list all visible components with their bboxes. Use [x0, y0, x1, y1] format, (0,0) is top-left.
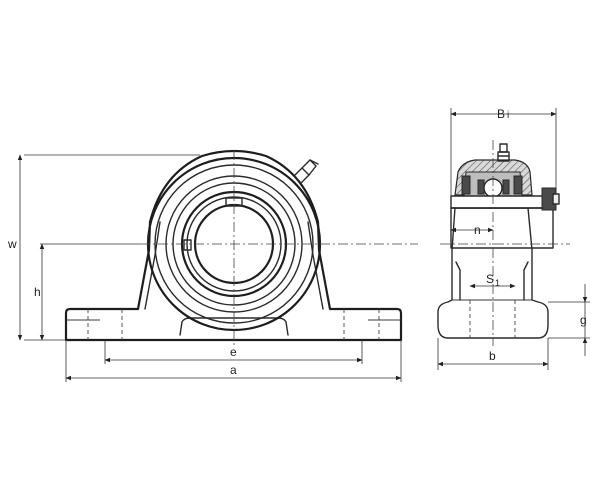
locking-collar — [541, 187, 560, 211]
dimension-s1: S1 — [469, 272, 516, 289]
dimension-h: h — [34, 243, 45, 341]
label-b: b — [489, 349, 496, 363]
dimension-w: w — [7, 154, 23, 341]
dimension-b: b — [437, 349, 549, 367]
dimension-g: g — [580, 284, 588, 356]
ball-raceway — [461, 175, 523, 198]
dimension-a: a — [65, 363, 402, 381]
inner-ring-bore — [450, 207, 554, 249]
label-s1: S1 — [486, 272, 500, 288]
label-n: n — [474, 223, 481, 237]
side-grease-nipple — [497, 143, 510, 162]
side-housing — [437, 207, 549, 339]
label-w: w — [7, 237, 17, 251]
label-g: g — [580, 313, 587, 327]
housing-outline — [64, 149, 403, 342]
grease-nipple — [293, 159, 319, 184]
inner-ring — [450, 195, 554, 209]
label-a: a — [230, 363, 237, 377]
dimension-n: n — [450, 223, 494, 237]
label-h: h — [34, 285, 41, 299]
label-e: e — [230, 345, 237, 359]
front-view: w h e a — [7, 149, 418, 382]
dimension-e: e — [104, 345, 363, 363]
